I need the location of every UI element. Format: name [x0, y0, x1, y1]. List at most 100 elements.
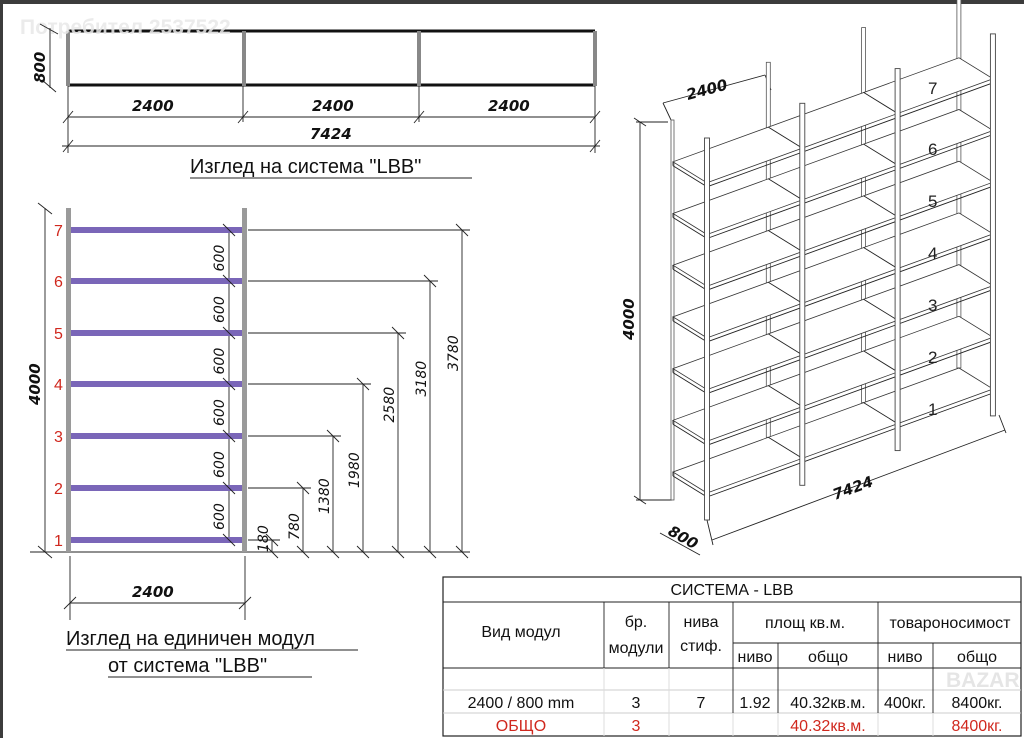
shelf-edge [706, 82, 994, 188]
level-spacing: 600 [212, 399, 228, 426]
cell-count: 3 [632, 695, 641, 712]
dim-tick [391, 545, 405, 559]
front-post [989, 33, 996, 417]
level-spacing: 600 [212, 503, 228, 530]
shelf-edge [706, 237, 994, 343]
shelf-edge [706, 340, 994, 446]
shelf [71, 278, 242, 284]
level-height: 1980 [347, 452, 363, 488]
dim-tick [222, 429, 236, 443]
level-height: 780 [287, 513, 303, 540]
dim-tick [326, 429, 340, 443]
header-area: площ кв.м. [765, 615, 845, 632]
system-view-title: Изглед на система "LBB" [190, 156, 421, 178]
level-height: 3780 [446, 335, 462, 371]
shelf-edge [706, 134, 994, 239]
cell-area-total: 40.32кв.м. [790, 695, 865, 712]
iso-module-width: 2400 [684, 76, 729, 104]
corner-watermark: BAZAR [946, 669, 1020, 692]
shelf-divider [768, 230, 803, 252]
dim-tick [455, 223, 469, 237]
header-module-type: Вид модул [481, 624, 560, 641]
iso-level-number: 2 [928, 348, 937, 367]
module-width-2: 2400 [312, 97, 354, 115]
shelf-divider [863, 350, 898, 373]
header-cap-total: общо [957, 649, 997, 666]
level-spacing: 600 [212, 451, 228, 478]
total-area: 40.32кв.м. [790, 718, 865, 735]
dim-tick [222, 533, 236, 547]
dim-tick [222, 223, 236, 237]
level-spacing: 600 [212, 348, 228, 375]
header-count-1: бр. [625, 614, 648, 631]
iso-level-number: 1 [928, 400, 937, 419]
shelf-divider [863, 298, 898, 321]
shelf-divider [863, 143, 898, 166]
iso-depth: 800 [665, 522, 701, 553]
module-view-title-line2: от система "LBB" [108, 655, 267, 677]
cell-cap-level: 400кг. [884, 695, 926, 712]
header-capacity: товароносимост [890, 615, 1012, 632]
module-view-title-line1: Изглед на единичен модул [66, 628, 315, 650]
cell-levels: 7 [697, 695, 706, 712]
table-title: СИСТЕМА - LBB [671, 582, 794, 599]
dim-tick [356, 377, 370, 391]
level-spacing: 600 [212, 296, 228, 323]
post [66, 31, 70, 86]
back-post [670, 119, 675, 501]
post [242, 31, 246, 86]
summary-table: СИСТЕМА - LBB Вид модул бр. модули нива … [442, 576, 1022, 737]
shelf-edge [706, 289, 994, 395]
right-post [242, 208, 247, 552]
total-label: ОБЩО [496, 718, 546, 735]
table-total-row: ОБЩО 3 40.32кв.м. 8400кг. [496, 718, 1003, 735]
dim-tick [222, 377, 236, 391]
shelf-divider [768, 126, 803, 149]
level-number: 1 [54, 533, 63, 550]
header-levels-2: стиф. [680, 638, 722, 655]
module-height: 4000 [26, 363, 44, 406]
post [593, 31, 597, 86]
dim-tick [265, 533, 279, 547]
shelf-divider [768, 178, 803, 201]
dim-tick [423, 545, 437, 559]
shelf-divider [768, 333, 803, 356]
depth-dimension: 800 [31, 52, 49, 83]
front-post [704, 137, 710, 521]
shelf-edge [672, 475, 708, 498]
shelf [71, 330, 242, 336]
dim-tick [222, 481, 236, 495]
level-height: 1380 [317, 478, 333, 514]
level-number: 4 [54, 377, 63, 394]
iso-level-number: 6 [928, 140, 937, 159]
shelf-divider [863, 247, 898, 269]
dim-tick [222, 274, 236, 288]
shelf [71, 537, 242, 543]
shelf-divider [768, 385, 803, 407]
total-width: 7424 [310, 125, 352, 143]
total-count: 3 [632, 718, 641, 735]
shelf [71, 433, 242, 439]
dim-tick [265, 545, 279, 559]
single-module-view: 4000 2400 Изглед на единичен модул от си… [26, 202, 470, 678]
shelf-edge [672, 217, 708, 239]
shelf-edge [706, 185, 994, 291]
dim-tick [356, 545, 370, 559]
module-width: 2400 [132, 583, 174, 601]
total-capacity: 8400кг. [952, 718, 1003, 735]
front-post [894, 68, 901, 452]
iso-level-number: 7 [928, 79, 937, 98]
header-count-2: модули [609, 640, 664, 657]
level-height: 3180 [414, 361, 430, 397]
watermark: Потребител 2537522 [20, 16, 231, 39]
iso-level-number: 4 [928, 244, 937, 263]
level-number: 2 [54, 481, 63, 498]
dim-tick [296, 545, 310, 559]
post [417, 31, 421, 86]
level-number: 7 [54, 223, 63, 240]
shelf-divider [863, 92, 898, 114]
shelf [71, 227, 242, 233]
